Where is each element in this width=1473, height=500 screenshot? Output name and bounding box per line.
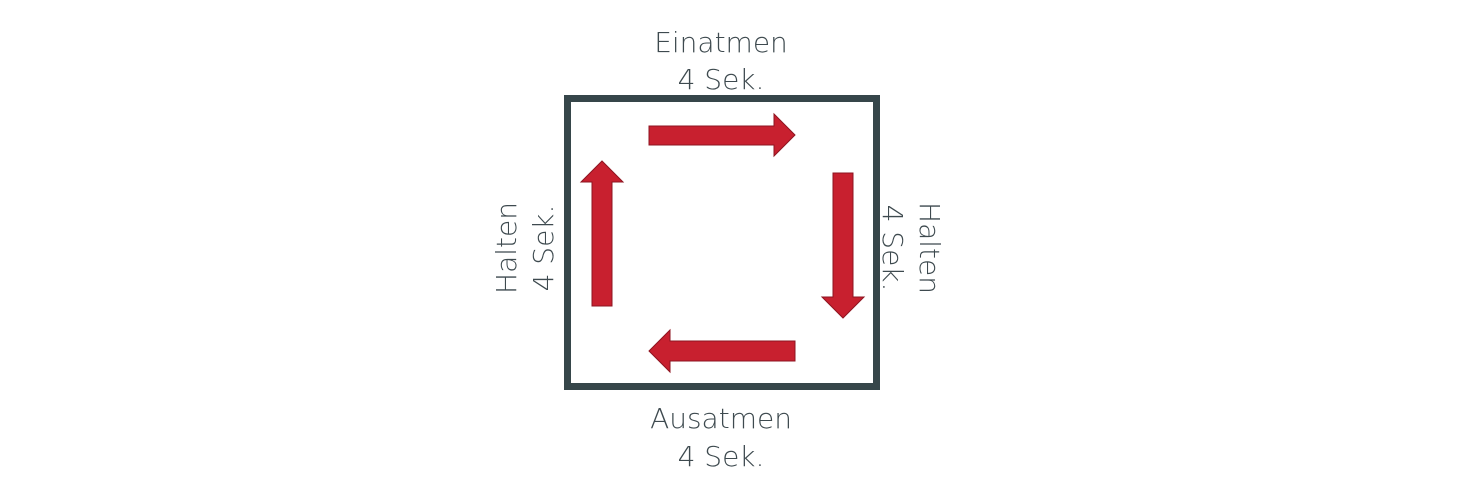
phase-left-label: Halten 4 Sek. <box>490 202 560 294</box>
phase-top-name: Einatmen <box>654 26 788 59</box>
phase-left-duration: 4 Sek. <box>527 205 560 292</box>
phase-bottom-duration: 4 Sek. <box>678 440 765 473</box>
phase-bottom-label: Ausatmen 4 Sek. <box>650 402 792 473</box>
phase-top-duration: 4 Sek. <box>678 63 765 96</box>
arrow-down-icon <box>820 172 866 319</box>
breathing-square-frame <box>564 95 880 390</box>
arrow-up-icon <box>579 160 625 307</box>
phase-right-name: Halten <box>913 202 946 294</box>
phase-bottom-name: Ausatmen <box>650 402 792 435</box>
phase-left-name: Halten <box>490 202 523 294</box>
phase-right-duration: 4 Sek. <box>876 205 909 292</box>
phase-right-label: Halten 4 Sek. <box>876 202 946 294</box>
phase-top-label: Einatmen 4 Sek. <box>654 26 788 96</box>
arrow-right-icon <box>648 112 796 158</box>
arrow-left-icon <box>648 328 796 374</box>
